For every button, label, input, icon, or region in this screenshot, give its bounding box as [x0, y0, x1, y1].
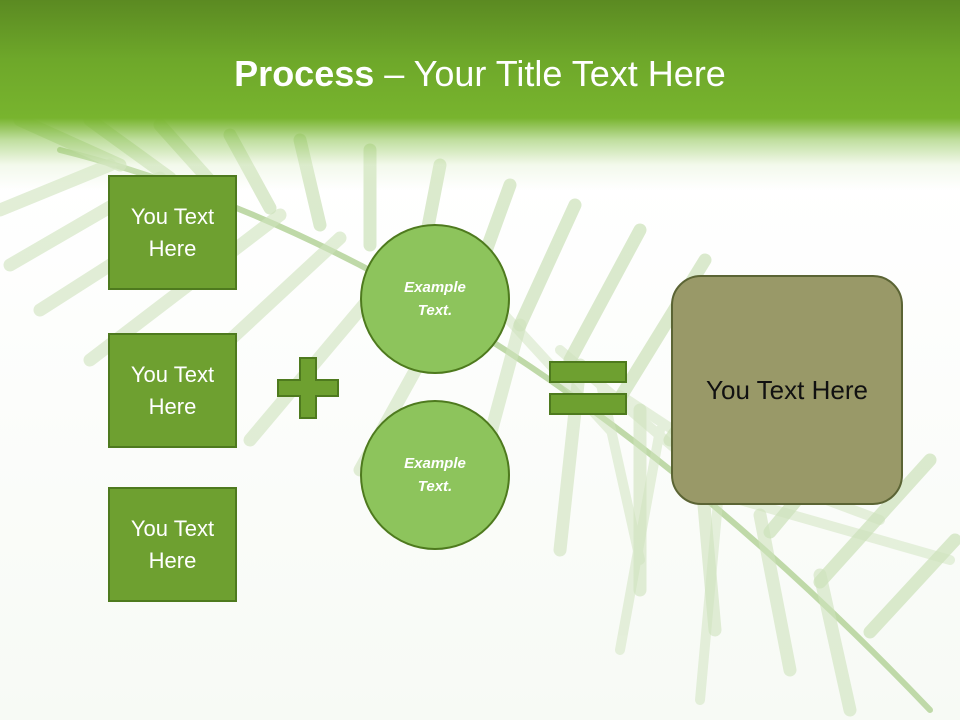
left-box-label: You Text Here — [130, 515, 215, 573]
equals-icon — [549, 361, 627, 415]
left-box-label: You Text Here — [130, 361, 215, 419]
left-box-label: You Text Here — [130, 203, 215, 261]
circle-label: Example Text. — [404, 455, 466, 495]
example-circle-1: Example Text. — [360, 224, 510, 374]
circle-label: Example Text. — [404, 279, 466, 319]
left-box-3: You Text Here — [108, 487, 237, 602]
title-rest: – Your Title Text Here — [374, 53, 726, 94]
slide-title: Process – Your Title Text Here — [0, 50, 960, 98]
left-box-2: You Text Here — [108, 333, 237, 448]
plus-icon — [277, 357, 339, 419]
left-box-1: You Text Here — [108, 175, 237, 290]
result-label: You Text Here — [706, 375, 868, 405]
result-box: You Text Here — [671, 275, 903, 505]
example-circle-2: Example Text. — [360, 400, 510, 550]
title-strong: Process — [234, 53, 375, 94]
header-bar — [0, 0, 960, 190]
